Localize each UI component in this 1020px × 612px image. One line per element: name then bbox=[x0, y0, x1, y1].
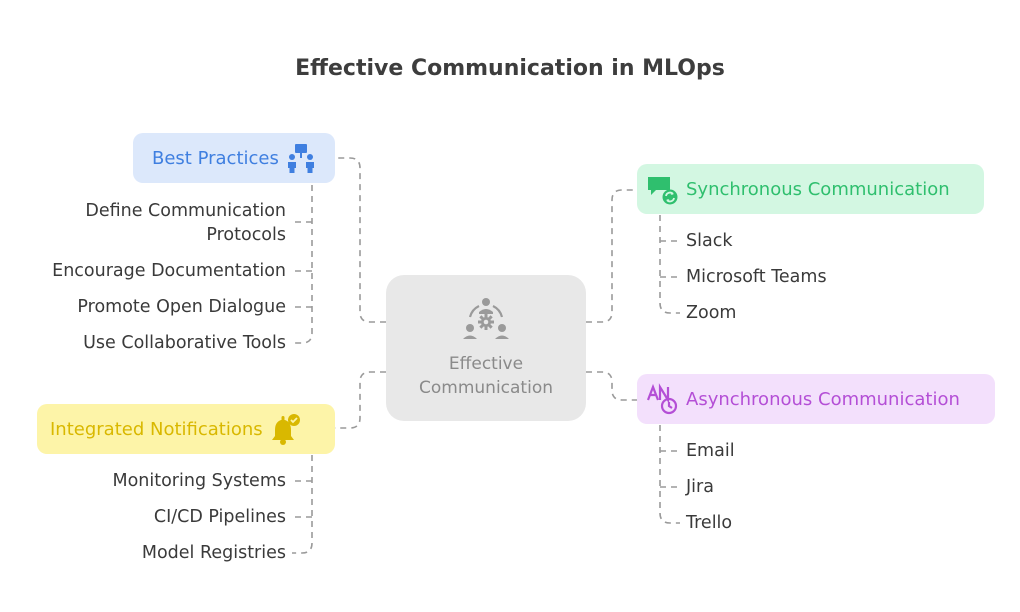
branch-integrated-notifications: Integrated Notifications bbox=[37, 404, 335, 454]
branch-label: Synchronous Communication bbox=[686, 178, 950, 200]
branch-label: Integrated Notifications bbox=[50, 418, 263, 440]
leaf-microsoft-teams: Microsoft Teams bbox=[686, 267, 827, 287]
leaf-monitoring-systems: Monitoring Systems bbox=[112, 471, 286, 491]
presentation-people-icon bbox=[287, 144, 314, 173]
translate-clock-icon bbox=[646, 383, 678, 415]
leaf-model-registries: Model Registries bbox=[141, 543, 286, 563]
branch-label: Best Practices bbox=[152, 147, 279, 169]
branch-best-practices: Best Practices bbox=[133, 133, 335, 183]
bell-check-icon bbox=[271, 414, 300, 445]
leaf-use-collaborative-tools: Use Collaborative Tools bbox=[83, 333, 286, 353]
center-node: Effective Communication bbox=[386, 275, 586, 421]
chat-sync-icon bbox=[648, 177, 678, 205]
leaf-promote-open-dialogue: Promote Open Dialogue bbox=[77, 297, 286, 317]
leaf-slack: Slack bbox=[686, 231, 733, 251]
leaf-zoom: Zoom bbox=[686, 303, 737, 323]
leaf-encourage-documentation: Encourage Documentation bbox=[52, 261, 286, 281]
leaf-email: Email bbox=[686, 441, 735, 461]
team-settings-icon bbox=[463, 298, 509, 339]
center-label-line1: Effective bbox=[448, 354, 524, 374]
leaf-define-communication: Define Communication bbox=[85, 201, 286, 221]
leaf-ci-cd-pipelines: CI/CD Pipelines bbox=[153, 507, 286, 527]
leaf-jira: Jira bbox=[686, 477, 714, 497]
leaf-trello: Trello bbox=[686, 513, 733, 533]
center-label-line2: Communication bbox=[419, 378, 553, 398]
diagram-title: Effective Communication in MLOps bbox=[295, 56, 725, 81]
branch-synchronous-communication: Synchronous Communication bbox=[637, 164, 984, 214]
leaf-protocols: Protocols bbox=[206, 225, 286, 245]
branch-label: Asynchronous Communication bbox=[686, 388, 960, 410]
branch-asynchronous-communication: Asynchronous Communication bbox=[637, 374, 995, 424]
